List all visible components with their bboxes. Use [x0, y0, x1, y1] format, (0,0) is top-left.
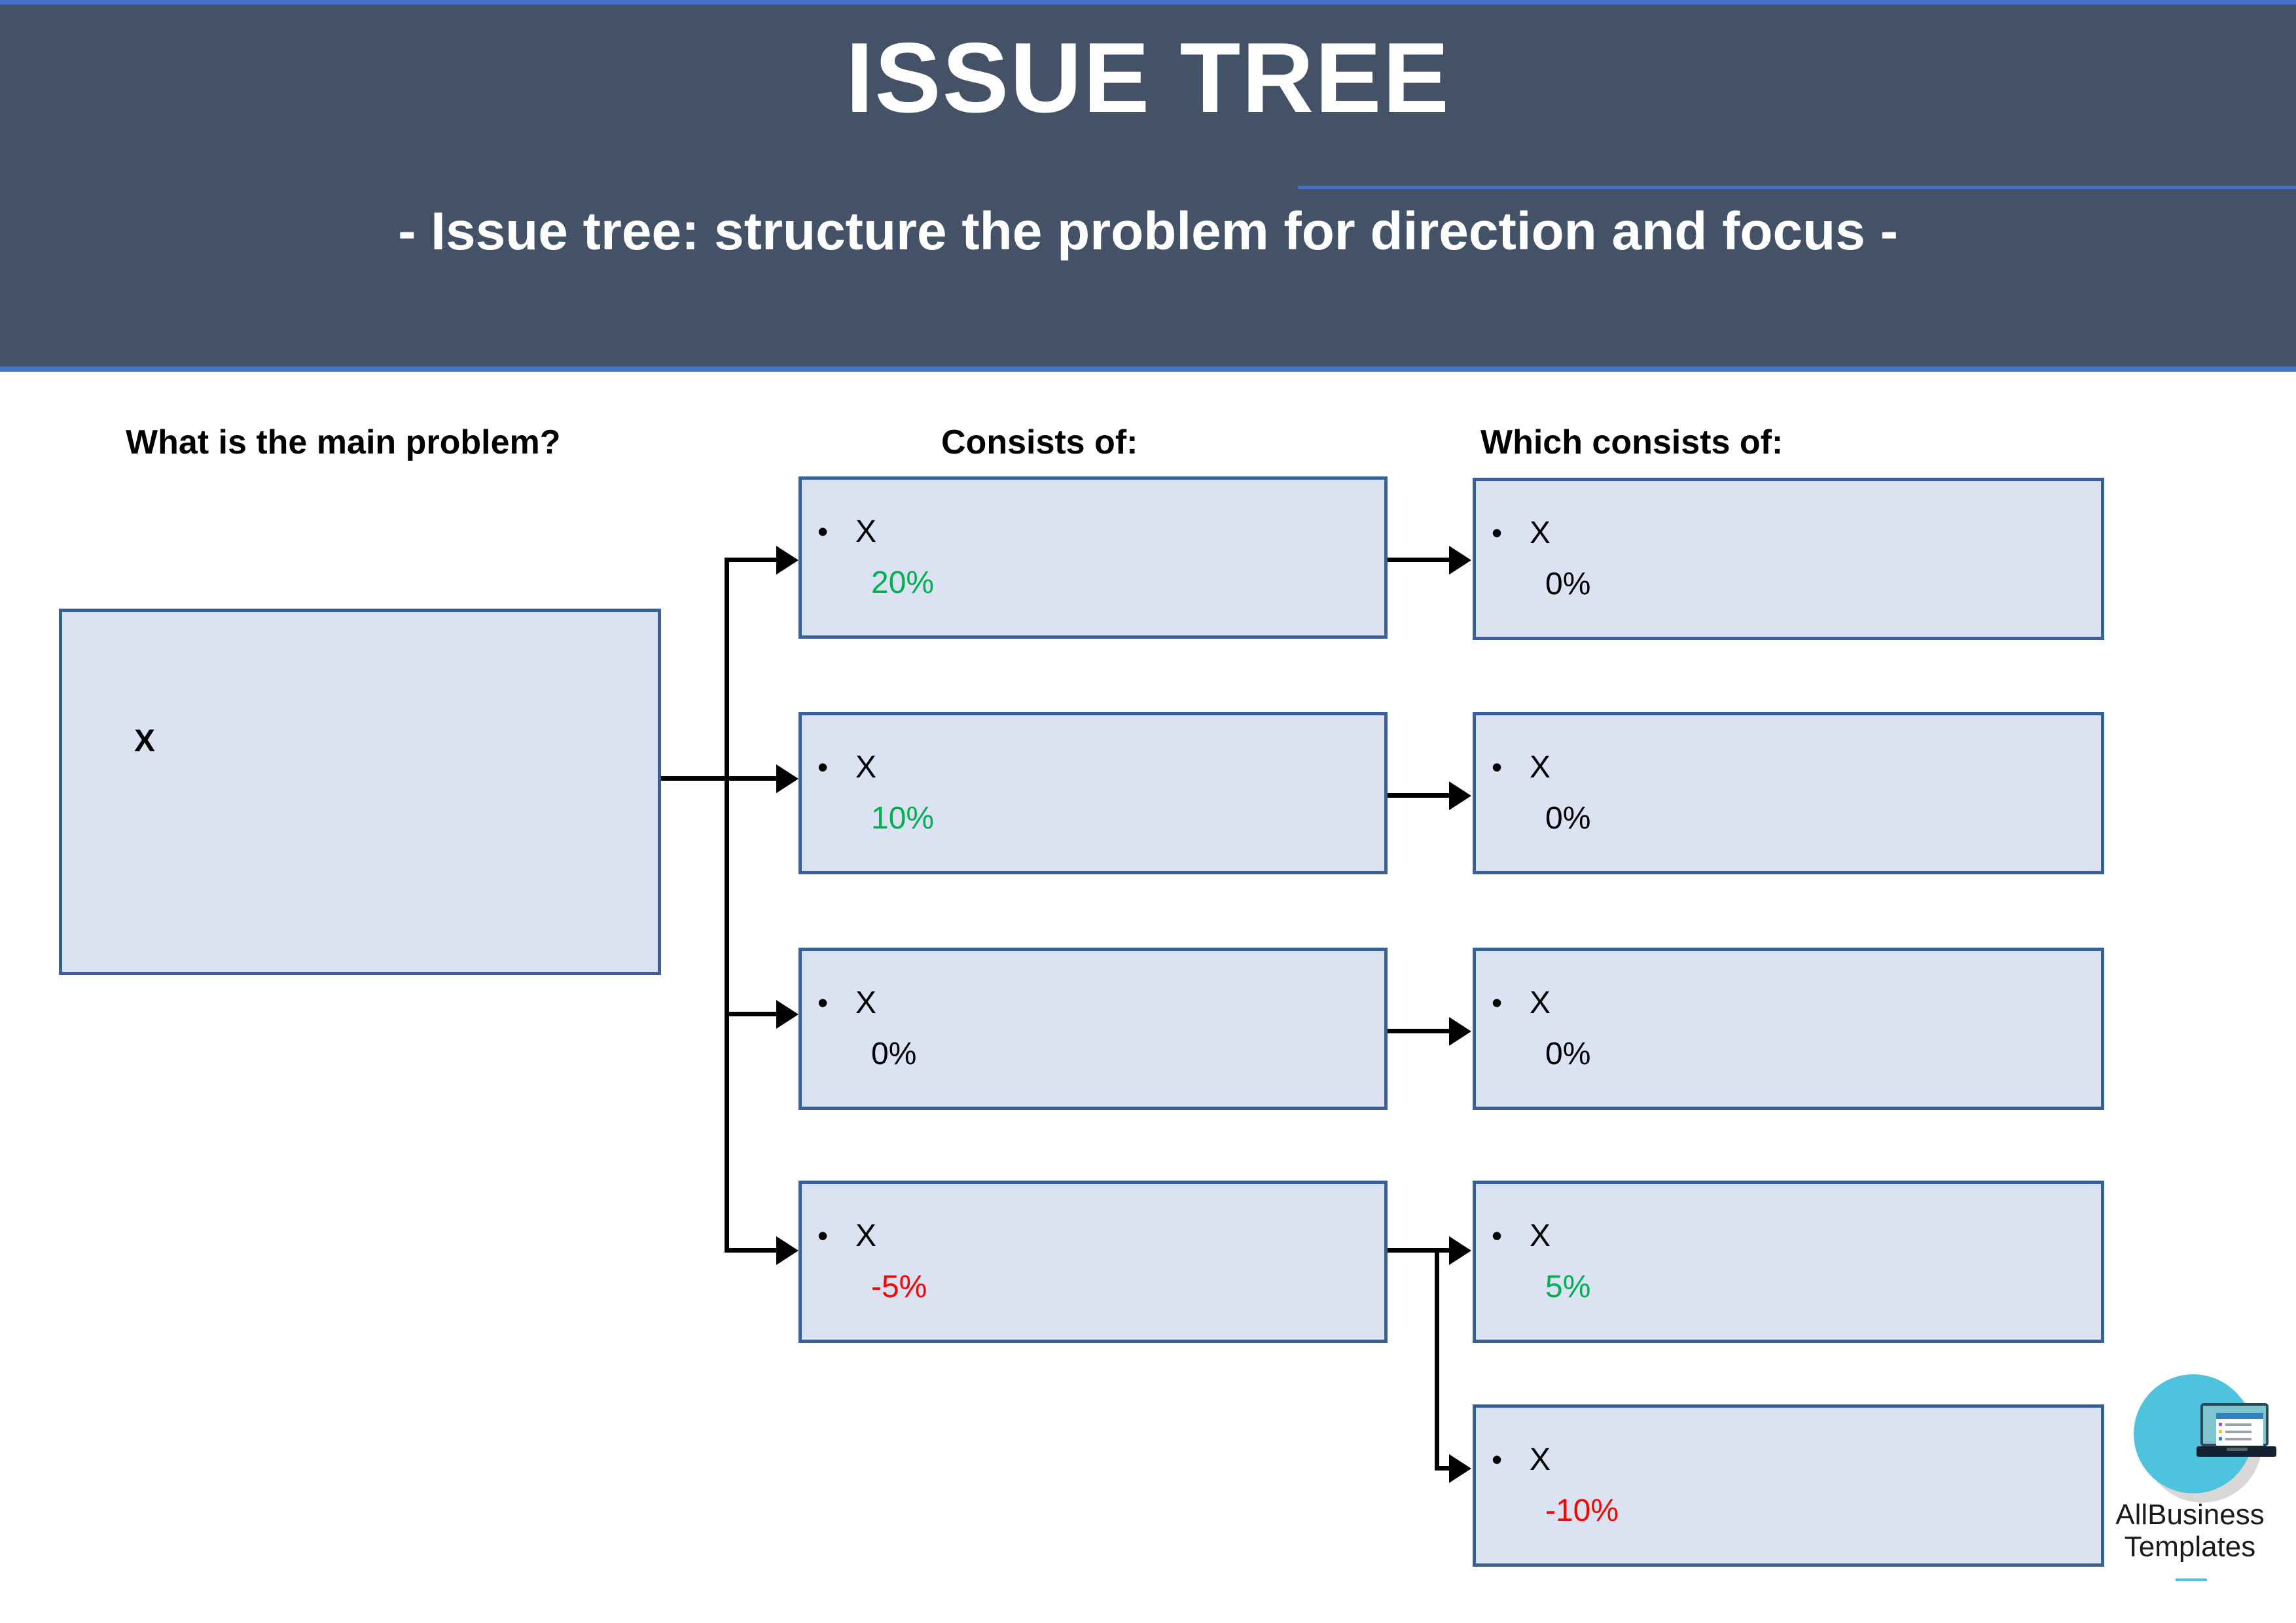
- bullet-icon: •: [1492, 750, 1503, 784]
- logo-circle: [2134, 1374, 2276, 1493]
- connector-main-stub: [661, 776, 729, 781]
- laptop-line-1: [2225, 1423, 2251, 1426]
- level2-node-value: 0%: [871, 1037, 917, 1071]
- connector-l2-l3-2: [1388, 793, 1450, 798]
- connector-l2-l3-1: [1388, 558, 1450, 562]
- page-subtitle: - Issue tree: structure the problem for …: [398, 202, 1898, 261]
- connector-branch-1: [725, 558, 778, 562]
- allbusiness-templates-logo[interactable]: AllBusiness Templates: [2092, 1374, 2288, 1616]
- logo-text-line2: Templates: [2124, 1531, 2256, 1563]
- level2-node[interactable]: • X 0%: [798, 948, 1388, 1110]
- page-title: ISSUE TREE: [846, 22, 1450, 134]
- laptop-line-2: [2225, 1431, 2251, 1433]
- level3-node-value: -10%: [1545, 1493, 1619, 1528]
- laptop-dot-blue: [2219, 1437, 2222, 1440]
- bullet-icon: •: [817, 514, 829, 548]
- arrow-branch-1: [776, 546, 798, 575]
- logo-text: AllBusiness Templates: [2092, 1499, 2288, 1563]
- logo-underline: [2176, 1578, 2207, 1581]
- column-heading-which-consists-of: Which consists of:: [1480, 423, 1784, 461]
- connector-level2-trunk: [725, 558, 729, 1253]
- laptop-topbar: [2216, 1413, 2263, 1419]
- laptop-line-3: [2225, 1438, 2251, 1440]
- level3-node-label: X: [1530, 750, 1551, 785]
- level3-node-label: X: [1530, 1442, 1551, 1477]
- bullet-icon: •: [1492, 986, 1503, 1020]
- connector-l2-l3-4-drop: [1435, 1248, 1439, 1471]
- column-heading-main-problem: What is the main problem?: [126, 423, 561, 461]
- laptop-dot-purple: [2219, 1423, 2222, 1426]
- connector-l2-l3-3: [1388, 1029, 1450, 1033]
- level3-node-value: 0%: [1545, 567, 1591, 601]
- arrow-branch-4: [776, 1236, 798, 1265]
- level2-node-label: X: [855, 1219, 877, 1253]
- level2-node-value: -5%: [871, 1270, 927, 1304]
- level3-node-value: 5%: [1545, 1270, 1591, 1304]
- level3-node[interactable]: • X -10%: [1473, 1404, 2104, 1567]
- laptop-base: [2197, 1446, 2276, 1457]
- level3-node-value: 0%: [1545, 801, 1591, 836]
- connector-l2-l3-4a: [1388, 1248, 1450, 1253]
- bullet-icon: •: [817, 986, 829, 1020]
- level2-node[interactable]: • X 20%: [798, 476, 1388, 639]
- main-problem-node[interactable]: X: [59, 609, 661, 975]
- logo-text-line1: AllBusiness: [2115, 1499, 2265, 1531]
- laptop-icon: [2197, 1403, 2276, 1459]
- level2-node-value: 20%: [871, 565, 935, 600]
- arrow-l2-l3-4b: [1449, 1454, 1471, 1483]
- level3-node-value: 0%: [1545, 1037, 1591, 1071]
- arrow-l2-l3-3: [1449, 1017, 1471, 1046]
- bullet-icon: •: [817, 1219, 829, 1253]
- laptop-dot-yellow: [2219, 1430, 2222, 1433]
- level3-node-label: X: [1530, 516, 1551, 550]
- arrow-branch-2: [776, 764, 798, 793]
- column-heading-consists-of: Consists of:: [941, 423, 1138, 461]
- level3-node[interactable]: • X 5%: [1473, 1181, 2104, 1343]
- page-header: ISSUE TREE - Issue tree: structure the p…: [0, 0, 2296, 372]
- laptop-notch: [2227, 1448, 2248, 1451]
- arrow-l2-l3-2: [1449, 781, 1471, 810]
- level2-node[interactable]: • X 10%: [798, 712, 1388, 874]
- arrow-l2-l3-1: [1449, 546, 1471, 575]
- bullet-icon: •: [1492, 1219, 1503, 1253]
- connector-branch-4: [725, 1248, 778, 1253]
- level3-node-label: X: [1530, 986, 1551, 1020]
- connector-branch-2: [725, 776, 778, 781]
- main-problem-label: X: [134, 724, 156, 758]
- level3-node[interactable]: • X 0%: [1473, 948, 2104, 1110]
- arrow-branch-3: [776, 1000, 798, 1029]
- level2-node-label: X: [855, 514, 877, 549]
- level2-node-label: X: [855, 986, 877, 1020]
- level3-node[interactable]: • X 0%: [1473, 712, 2104, 874]
- level2-node[interactable]: • X -5%: [798, 1181, 1388, 1343]
- arrow-l2-l3-4a: [1449, 1236, 1471, 1265]
- level2-node-label: X: [855, 750, 877, 785]
- connector-l2-l3-4b: [1435, 1466, 1453, 1471]
- level3-node-label: X: [1530, 1219, 1551, 1253]
- bullet-icon: •: [817, 750, 829, 784]
- bullet-icon: •: [1492, 1442, 1503, 1476]
- header-accent-line: [1298, 186, 2296, 189]
- level2-node-value: 10%: [871, 801, 935, 836]
- level3-node[interactable]: • X 0%: [1473, 478, 2104, 640]
- bullet-icon: •: [1492, 516, 1503, 550]
- connector-branch-3: [725, 1012, 778, 1016]
- laptop-screen: [2200, 1403, 2269, 1446]
